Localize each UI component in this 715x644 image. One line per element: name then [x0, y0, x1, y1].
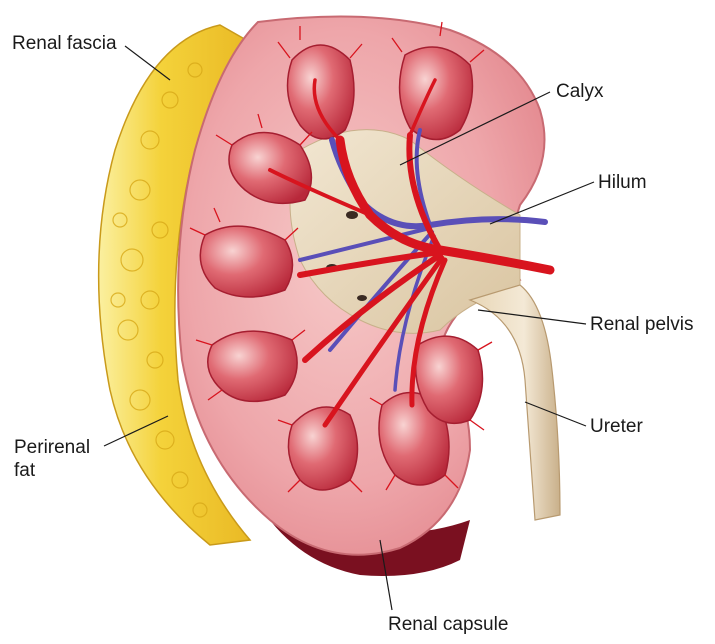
- pyramid: [288, 407, 357, 490]
- label-calyx: Calyx: [556, 80, 604, 103]
- pyramid: [400, 47, 473, 140]
- label-perirenal-fat-line2: fat: [14, 459, 90, 482]
- ureter-shape: [470, 285, 560, 520]
- label-perirenal-fat-line1: Perirenal: [14, 436, 90, 459]
- label-perirenal-fat: Perirenal fat: [14, 436, 90, 482]
- sinus-dot: [346, 211, 358, 219]
- label-hilum: Hilum: [598, 171, 647, 194]
- label-renal-pelvis: Renal pelvis: [590, 313, 694, 336]
- label-renal-fascia: Renal fascia: [12, 32, 117, 55]
- label-renal-capsule: Renal capsule: [388, 613, 508, 636]
- pyramid: [200, 226, 292, 297]
- sinus-dot: [357, 295, 367, 301]
- label-ureter: Ureter: [590, 415, 643, 438]
